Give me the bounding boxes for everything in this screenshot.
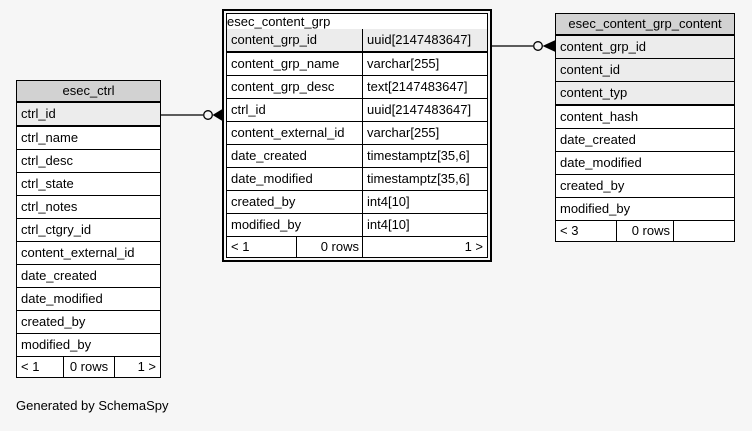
pager-next[interactable]	[674, 221, 734, 241]
table-pager: < 1 0 rows 1 >	[17, 357, 160, 377]
table-row[interactable]: content_hash	[556, 106, 734, 129]
table-title[interactable]: esec_content_grp_content	[556, 14, 734, 36]
pager-next[interactable]: 1 >	[137, 359, 156, 374]
column-name: date_created	[560, 132, 636, 147]
table-pager: < 3 0 rows	[556, 221, 734, 241]
pager-rows: 0 rows	[297, 237, 363, 257]
zero-circle-icon	[203, 110, 213, 120]
pager-prev[interactable]: < 1	[227, 237, 297, 257]
column-type: uuid[2147483647]	[367, 102, 472, 117]
table-row[interactable]: date_created timestamptz[35,6]	[227, 145, 487, 168]
column-type: int4[10]	[367, 217, 410, 232]
table-row[interactable]: ctrl_state	[17, 173, 160, 196]
table-row[interactable]: content_grp_desc text[2147483647]	[227, 76, 487, 99]
column-name: ctrl_ctgry_id	[21, 222, 92, 237]
table-row[interactable]: ctrl_id uuid[2147483647]	[227, 99, 487, 122]
column-name: modified_by	[21, 337, 92, 352]
column-name: content_grp_desc	[227, 76, 363, 98]
crow-foot-icon	[212, 109, 222, 121]
generator-caption: Generated by SchemaSpy	[16, 398, 169, 413]
column-name: content_external_id	[21, 245, 135, 260]
relationship-ctrl-id	[161, 109, 222, 121]
column-name: date_modified	[227, 168, 363, 190]
column-name: ctrl_name	[21, 130, 79, 145]
column-name: ctrl_id	[227, 99, 363, 121]
column-type: timestamptz[35,6]	[367, 148, 470, 163]
table-row[interactable]: modified_by	[556, 198, 734, 221]
column-name: content_typ	[560, 85, 628, 100]
column-name: content_external_id	[227, 122, 363, 144]
column-name: date_modified	[21, 291, 103, 306]
column-type: uuid[2147483647]	[367, 32, 472, 47]
column-type: text[2147483647]	[367, 79, 468, 94]
table-row[interactable]: ctrl_desc	[17, 150, 160, 173]
table-row[interactable]: modified_by	[17, 334, 160, 357]
table-row[interactable]: ctrl_id	[17, 103, 160, 127]
column-name: ctrl_desc	[21, 153, 74, 168]
table-row[interactable]: content_external_id varchar[255]	[227, 122, 487, 145]
table-row[interactable]: content_grp_id	[556, 36, 734, 59]
column-name: content_grp_id	[227, 29, 363, 51]
column-name: date_created	[227, 145, 363, 167]
pager-next[interactable]: 1 >	[464, 239, 483, 254]
column-name: content_hash	[560, 109, 639, 124]
zero-circle-icon	[533, 41, 543, 51]
column-name: created_by	[227, 191, 363, 213]
table-row[interactable]: created_by	[556, 175, 734, 198]
table-row[interactable]: content_typ	[556, 82, 734, 106]
table-row[interactable]: content_grp_name varchar[255]	[227, 53, 487, 76]
table-row[interactable]: content_id	[556, 59, 734, 82]
table-row[interactable]: modified_by int4[10]	[227, 214, 487, 237]
table-esec-content-grp-outline: esec_content_grp content_grp_id uuid[2147…	[222, 9, 492, 262]
column-name: modified_by	[560, 201, 631, 216]
table-row[interactable]: date_modified	[17, 288, 160, 311]
relationship-content-grp-id	[492, 40, 555, 52]
table-row[interactable]: date_created	[556, 129, 734, 152]
column-name: ctrl_state	[21, 176, 74, 191]
pager-prev[interactable]: < 3	[556, 221, 617, 241]
column-name: content_grp_id	[560, 39, 647, 54]
column-type: int4[10]	[367, 194, 410, 209]
table-columns: ctrl_id ctrl_name ctrl_desc ctrl_state ctrl_…	[17, 103, 160, 357]
table-row[interactable]: ctrl_ctgry_id	[17, 219, 160, 242]
pager-rows: 0 rows	[617, 221, 674, 241]
table-pager: < 1 0 rows 1 >	[227, 237, 487, 257]
table-title[interactable]: esec_content_grp	[227, 14, 331, 29]
table-row[interactable]: ctrl_notes	[17, 196, 160, 219]
column-name: ctrl_notes	[21, 199, 78, 214]
column-type: varchar[255]	[367, 125, 440, 140]
table-esec-content-grp[interactable]: esec_content_grp content_grp_id uuid[2147…	[226, 13, 488, 258]
column-name: modified_by	[227, 214, 363, 236]
table-title[interactable]: esec_ctrl	[17, 81, 160, 103]
column-name: date_created	[21, 268, 97, 283]
table-row[interactable]: created_by int4[10]	[227, 191, 487, 214]
column-name: ctrl_id	[21, 106, 56, 121]
crow-foot-icon	[542, 40, 555, 52]
table-row[interactable]: ctrl_name	[17, 127, 160, 150]
pager-rows: 0 rows	[64, 357, 115, 377]
column-name: created_by	[21, 314, 86, 329]
column-name: content_id	[560, 62, 620, 77]
column-type: timestamptz[35,6]	[367, 171, 470, 186]
column-type: varchar[255]	[367, 56, 440, 71]
table-row[interactable]: date_modified	[556, 152, 734, 175]
table-row[interactable]: date_modified timestamptz[35,6]	[227, 168, 487, 191]
table-row[interactable]: content_external_id	[17, 242, 160, 265]
column-name: content_grp_name	[227, 53, 363, 75]
table-row[interactable]: content_grp_id uuid[2147483647]	[227, 29, 487, 53]
table-row[interactable]: date_created	[17, 265, 160, 288]
pager-prev[interactable]: < 1	[17, 357, 64, 377]
table-row[interactable]: created_by	[17, 311, 160, 334]
column-name: created_by	[560, 178, 625, 193]
column-name: date_modified	[560, 155, 642, 170]
